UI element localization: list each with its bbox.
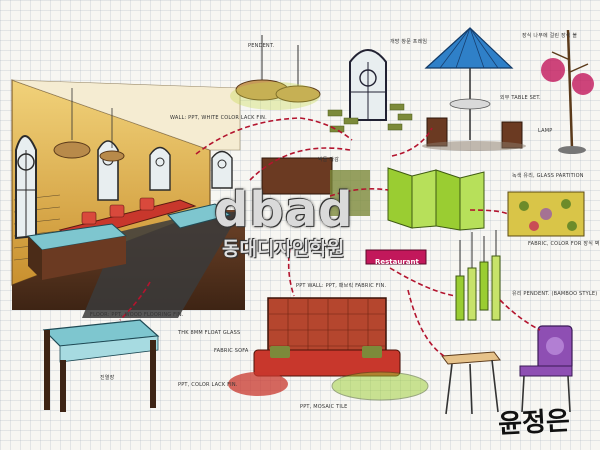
arched-window-icon xyxy=(97,140,119,201)
decorative-tree-icon xyxy=(541,29,594,154)
sign-tag: Restaurant xyxy=(375,258,419,266)
padded-wall-sofa xyxy=(253,297,401,377)
display-case-table xyxy=(26,223,128,280)
decorative-wall-panel xyxy=(507,191,585,237)
note-table-set: 외부 TABLE SET. xyxy=(500,95,541,101)
sign-tag-box xyxy=(365,249,427,265)
note-partition: 녹색 유리, GLASS PARTITION xyxy=(512,173,584,179)
dining-room-perspective xyxy=(11,79,245,318)
note-wall: WALL: PPT, WHITE COLOR LACK FIN. xyxy=(170,115,267,121)
glass-display-case xyxy=(42,319,160,412)
note-back-wall: PPT WALL: PPT, 패브릭 FABRIC FIN. xyxy=(296,283,387,289)
note-wall-art: FABRIC, COLOR FOR 장식 벽 xyxy=(528,241,600,247)
pendant-lamp-icon xyxy=(53,88,125,162)
arched-window-icon xyxy=(211,150,233,189)
note-case: 진열장 xyxy=(100,375,115,381)
round-rug xyxy=(228,372,288,396)
note-lamp: LAMP xyxy=(538,128,553,134)
parasol-icon xyxy=(422,27,526,151)
pendant-lamp-icon xyxy=(230,35,321,110)
bar-stool-icon xyxy=(441,351,501,415)
arched-window-icon xyxy=(15,135,37,240)
glass-partition xyxy=(387,167,485,231)
note-brick: 벽돌 마감 xyxy=(318,157,339,163)
note-pendant: PENDENT. xyxy=(248,43,275,49)
note-glass: THK 8MM FLOAT GLASS xyxy=(178,330,241,336)
round-rug xyxy=(331,371,429,401)
note-color: PPT, COLOR LACK FIN. xyxy=(178,382,238,388)
note-tree: 장식 나무에 걸린 장식 볼 xyxy=(522,33,578,39)
note-pendant-bamboo: 유리 PENDENT. (BAMBOO STYLE) xyxy=(512,291,598,297)
artist-signature: 윤정은 xyxy=(497,406,571,440)
note-window-frame: 개방 창문 프레임 xyxy=(390,39,428,45)
purple-chair-icon xyxy=(519,325,573,413)
note-floor: FLOOR: PPT, WOOD FLOORING FIN. xyxy=(90,312,184,318)
arched-window-icon xyxy=(149,146,171,191)
watermark-subtitle: 동대디자인학원 xyxy=(222,238,345,260)
note-fabric: FABRIC SOFA xyxy=(214,348,249,354)
arched-window-detail xyxy=(327,49,413,133)
back-bar-unit xyxy=(261,157,370,216)
bamboo-pendant-icon xyxy=(455,230,501,321)
watermark-logo: dbad xyxy=(214,182,354,238)
note-rug: PPT, MOSAIC TILE xyxy=(300,404,348,410)
guide-arrows xyxy=(119,117,541,357)
